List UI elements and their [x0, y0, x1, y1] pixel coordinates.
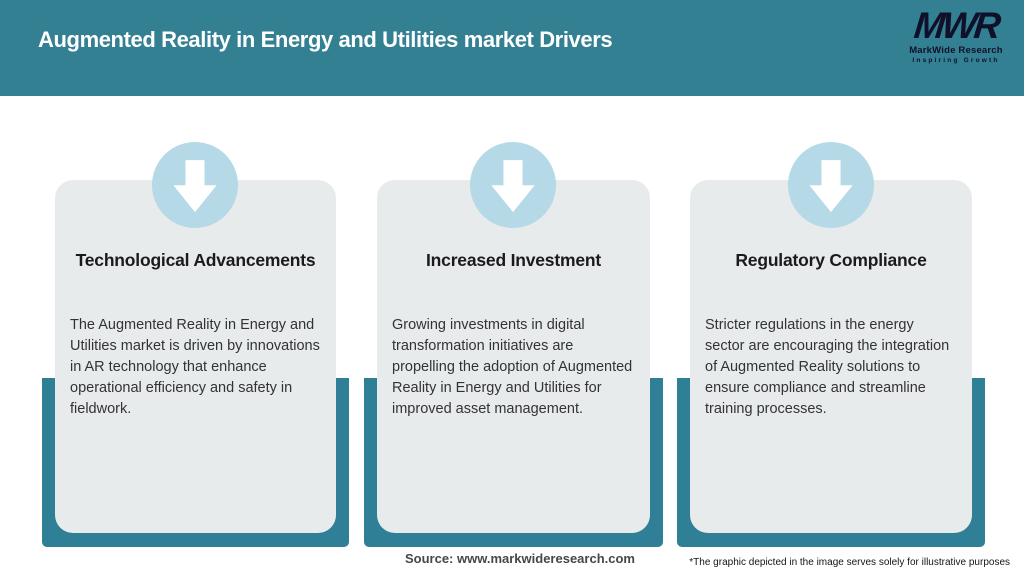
card-description: The Augmented Reality in Energy and Util… — [70, 317, 320, 417]
card-title: Technological Advancements — [75, 250, 316, 270]
card-description: Stricter regulations in the energy secto… — [705, 317, 950, 417]
logo-tagline: Inspiring Growth — [912, 57, 1000, 64]
down-arrow-icon — [173, 160, 217, 213]
arrow-badge — [470, 142, 556, 228]
logo-acronym: MWR — [912, 5, 1000, 46]
card-title: Increased Investment — [426, 250, 601, 270]
arrow-badge — [788, 142, 874, 228]
driver-card-increased-investment: Increased Investment Growing investments… — [377, 180, 650, 533]
driver-card-technological-advancements: Technological Advancements The Augmented… — [55, 180, 336, 533]
driver-card-regulatory-compliance: Regulatory Compliance Stricter regulatio… — [690, 180, 972, 533]
down-arrow-icon — [491, 160, 535, 213]
source-text: Source: www.markwideresearch.com — [404, 551, 635, 566]
brand-logo: MWR MarkWide Research Inspiring Growth — [904, 5, 1008, 64]
header-bar: Augmented Reality in Energy and Utilitie… — [0, 0, 1024, 96]
down-arrow-icon — [809, 160, 853, 213]
card-title: Regulatory Compliance — [735, 250, 927, 270]
logo-name: MarkWide Research — [909, 45, 1003, 56]
card-description: Growing investments in digital transform… — [392, 317, 633, 417]
arrow-badge — [152, 142, 238, 228]
disclaimer-text: *The graphic depicted in the image serve… — [689, 557, 1010, 568]
page-title: Augmented Reality in Energy and Utilitie… — [38, 27, 613, 52]
